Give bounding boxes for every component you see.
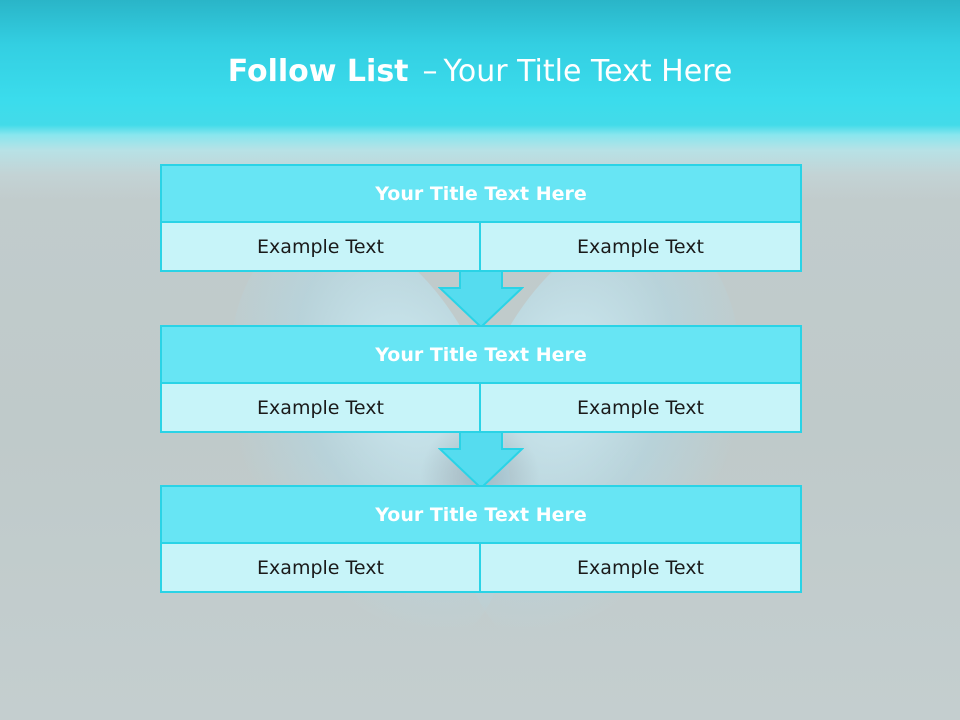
block-cell-right: Example Text: [479, 542, 802, 593]
down-arrow-icon: [438, 431, 524, 489]
list-block-1: Your Title Text Here Example Text Exampl…: [160, 164, 802, 272]
block-cell-left: Example Text: [160, 382, 481, 433]
block-row: Example Text Example Text: [160, 382, 802, 433]
list-block-3: Your Title Text Here Example Text Exampl…: [160, 485, 802, 593]
list-block-2: Your Title Text Here Example Text Exampl…: [160, 325, 802, 433]
block-cell-left: Example Text: [160, 221, 481, 272]
slide-title-dash: –: [422, 54, 438, 89]
block-cell-right: Example Text: [479, 382, 802, 433]
block-title: Your Title Text Here: [160, 485, 802, 544]
slide-title-rest: Your Title Text Here: [443, 54, 733, 89]
block-row: Example Text Example Text: [160, 221, 802, 272]
block-cell-left: Example Text: [160, 542, 481, 593]
block-cell-right: Example Text: [479, 221, 802, 272]
down-arrow-icon: [438, 270, 524, 328]
block-title: Your Title Text Here: [160, 164, 802, 223]
block-title: Your Title Text Here: [160, 325, 802, 384]
slide-title: Follow List–Your Title Text Here: [0, 54, 960, 89]
block-row: Example Text Example Text: [160, 542, 802, 593]
slide-title-bold: Follow List: [227, 54, 409, 89]
